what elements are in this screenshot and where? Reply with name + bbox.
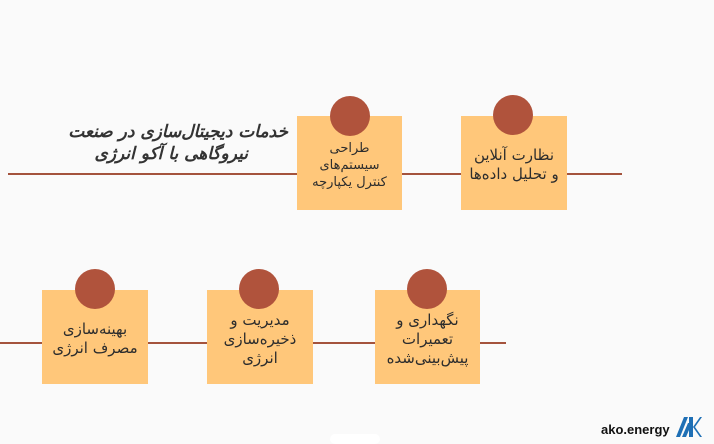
title-line-2: نیروگاهی با آکو انرژی (94, 144, 248, 164)
service-dot-online-monitoring (493, 95, 533, 135)
service-dot-control-system-design (330, 96, 370, 136)
brand-name: ako.energy (601, 421, 670, 437)
service-dot-energy-storage (239, 269, 279, 309)
bottom-fade (330, 434, 380, 444)
title-line-1: خدمات دیجیتال‌سازی در صنعت (68, 122, 288, 142)
service-dot-energy-optimization (75, 269, 115, 309)
ak-monogram-icon (674, 415, 702, 443)
service-dot-predictive-maintenance (407, 269, 447, 309)
brand: ako.energy (601, 415, 702, 443)
